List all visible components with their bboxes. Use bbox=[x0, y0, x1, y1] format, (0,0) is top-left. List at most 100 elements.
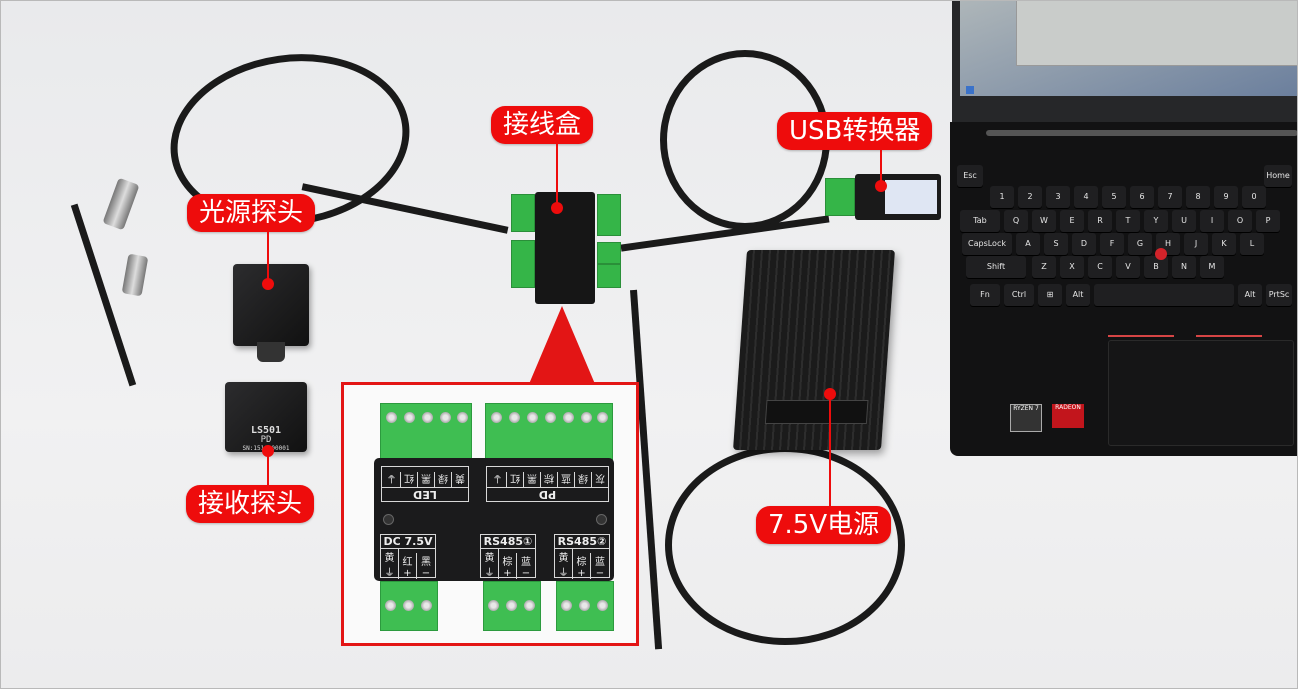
key-j[interactable]: J bbox=[1184, 233, 1208, 255]
key-shift[interactable]: Shift bbox=[966, 256, 1026, 278]
key-z[interactable]: Z bbox=[1032, 256, 1056, 278]
dc-cell-color: 黄 bbox=[384, 553, 395, 564]
key-f[interactable]: F bbox=[1100, 233, 1124, 255]
key-e[interactable]: E bbox=[1060, 210, 1084, 232]
mounting-screw-icon bbox=[596, 514, 607, 525]
key-windows[interactable]: ⊞ bbox=[1038, 284, 1062, 306]
inset-pointer bbox=[529, 306, 595, 384]
power-terminal-strip bbox=[764, 400, 869, 424]
key-p[interactable]: P bbox=[1256, 210, 1280, 232]
rs485-cell: 蓝− bbox=[517, 553, 535, 579]
touchpad[interactable] bbox=[1108, 340, 1294, 446]
key-6[interactable]: 6 bbox=[1130, 186, 1154, 208]
dc-cell-sign: + bbox=[403, 568, 412, 579]
cable-probes bbox=[70, 203, 137, 387]
probe-model: LS501 bbox=[250, 425, 282, 436]
screw bbox=[440, 412, 451, 423]
key-4[interactable]: 4 bbox=[1074, 186, 1098, 208]
key-5[interactable]: 5 bbox=[1102, 186, 1126, 208]
callout-dot bbox=[875, 180, 887, 192]
aviation-connector bbox=[121, 253, 149, 297]
key-ctrl[interactable]: Ctrl bbox=[1004, 284, 1034, 306]
callout-leader bbox=[829, 395, 831, 507]
junction-box-detail-inset: LED 黄绿黑红⏚ PD 灰绿蓝棕黑红⏚ DC 7.5V 黄⏚红+黑− RS48… bbox=[341, 382, 639, 646]
probe-lens bbox=[257, 342, 285, 362]
key-prtsc[interactable]: PrtSc bbox=[1266, 284, 1292, 306]
screw bbox=[491, 412, 502, 423]
callout-leader bbox=[556, 144, 558, 206]
key-s[interactable]: S bbox=[1044, 233, 1068, 255]
dc-cell: 黄⏚ bbox=[381, 549, 399, 579]
rs485-cell-sign: ⏚ bbox=[484, 568, 495, 579]
key-9[interactable]: 9 bbox=[1214, 186, 1238, 208]
rs485-cell: 黄⏚ bbox=[481, 549, 499, 579]
rs485-cell-sign: − bbox=[521, 568, 531, 579]
key-t[interactable]: T bbox=[1116, 210, 1140, 232]
usb-converter bbox=[825, 174, 941, 220]
key-m[interactable]: M bbox=[1200, 256, 1224, 278]
pd-cell: ⏚ bbox=[492, 472, 503, 483]
usb-converter-label bbox=[885, 180, 937, 214]
rs485-cell: 黄⏚ bbox=[555, 549, 573, 579]
key-w[interactable]: W bbox=[1032, 210, 1056, 232]
key-alt-right[interactable]: Alt bbox=[1238, 284, 1262, 306]
callout-leader bbox=[267, 450, 269, 486]
terminal-block bbox=[597, 264, 621, 288]
key-y[interactable]: Y bbox=[1144, 210, 1168, 232]
key-r[interactable]: R bbox=[1088, 210, 1112, 232]
key-7[interactable]: 7 bbox=[1158, 186, 1182, 208]
key-c[interactable]: C bbox=[1088, 256, 1112, 278]
callout-leader bbox=[880, 150, 882, 184]
key-q[interactable]: Q bbox=[1004, 210, 1028, 232]
pd-plate-title: PD bbox=[487, 487, 608, 501]
screw bbox=[403, 600, 414, 611]
led-cell: 黑 bbox=[417, 472, 434, 487]
key-k[interactable]: K bbox=[1212, 233, 1236, 255]
key-tab[interactable]: Tab bbox=[960, 210, 1000, 232]
dc-cell-sign: − bbox=[421, 568, 431, 579]
callout-light-probe: 光源探头 bbox=[187, 194, 316, 232]
key-u[interactable]: U bbox=[1172, 210, 1196, 232]
key-esc[interactable]: Esc bbox=[957, 165, 983, 187]
key-home[interactable]: Home bbox=[1264, 165, 1292, 187]
rs485-cell-sign: ⏚ bbox=[558, 568, 569, 579]
key-l[interactable]: L bbox=[1240, 233, 1264, 255]
callout-junction-box: 接线盒 bbox=[491, 106, 594, 144]
led-plate-cells: 黄绿黑红⏚ bbox=[382, 472, 468, 487]
screw bbox=[404, 412, 415, 423]
key-i[interactable]: I bbox=[1200, 210, 1224, 232]
junction-box-body: LED 黄绿黑红⏚ PD 灰绿蓝棕黑红⏚ DC 7.5V 黄⏚红+黑− RS48… bbox=[374, 458, 614, 581]
amd-radeon-sticker: RADEON bbox=[1052, 404, 1084, 428]
touchpad-button-stripe bbox=[1196, 335, 1262, 337]
key-d[interactable]: D bbox=[1072, 233, 1096, 255]
hinge bbox=[986, 130, 1298, 136]
key-0[interactable]: 0 bbox=[1242, 186, 1266, 208]
key-3[interactable]: 3 bbox=[1046, 186, 1070, 208]
rs485-cell-color: 棕 bbox=[576, 557, 587, 568]
screw bbox=[422, 412, 433, 423]
key-2[interactable]: 2 bbox=[1018, 186, 1042, 208]
terminal-block bbox=[511, 240, 535, 288]
key-x[interactable]: X bbox=[1060, 256, 1084, 278]
key-space[interactable] bbox=[1094, 284, 1234, 306]
probe-type: PD bbox=[260, 435, 272, 445]
rs485-2-label-plate: RS485② 黄⏚棕+蓝− bbox=[554, 534, 610, 579]
key-n[interactable]: N bbox=[1172, 256, 1196, 278]
key-capslock[interactable]: CapsLock bbox=[962, 233, 1012, 255]
key-b[interactable]: B bbox=[1144, 256, 1168, 278]
rs485-cell-sign: − bbox=[595, 568, 605, 579]
key-o[interactable]: O bbox=[1228, 210, 1252, 232]
trackpoint[interactable] bbox=[1155, 248, 1167, 260]
key-v[interactable]: V bbox=[1116, 256, 1140, 278]
key-g[interactable]: G bbox=[1128, 233, 1152, 255]
key-8[interactable]: 8 bbox=[1186, 186, 1210, 208]
touchpad-button-stripe bbox=[1108, 335, 1174, 337]
led-cell: 红 bbox=[400, 472, 417, 487]
dc-cell: 红+ bbox=[399, 553, 417, 579]
key-a[interactable]: A bbox=[1016, 233, 1040, 255]
key-fn[interactable]: Fn bbox=[970, 284, 1000, 306]
key-alt[interactable]: Alt bbox=[1066, 284, 1090, 306]
dc-terminal-block bbox=[380, 581, 438, 631]
pd-cell: 绿 bbox=[574, 472, 591, 487]
key-1[interactable]: 1 bbox=[990, 186, 1014, 208]
